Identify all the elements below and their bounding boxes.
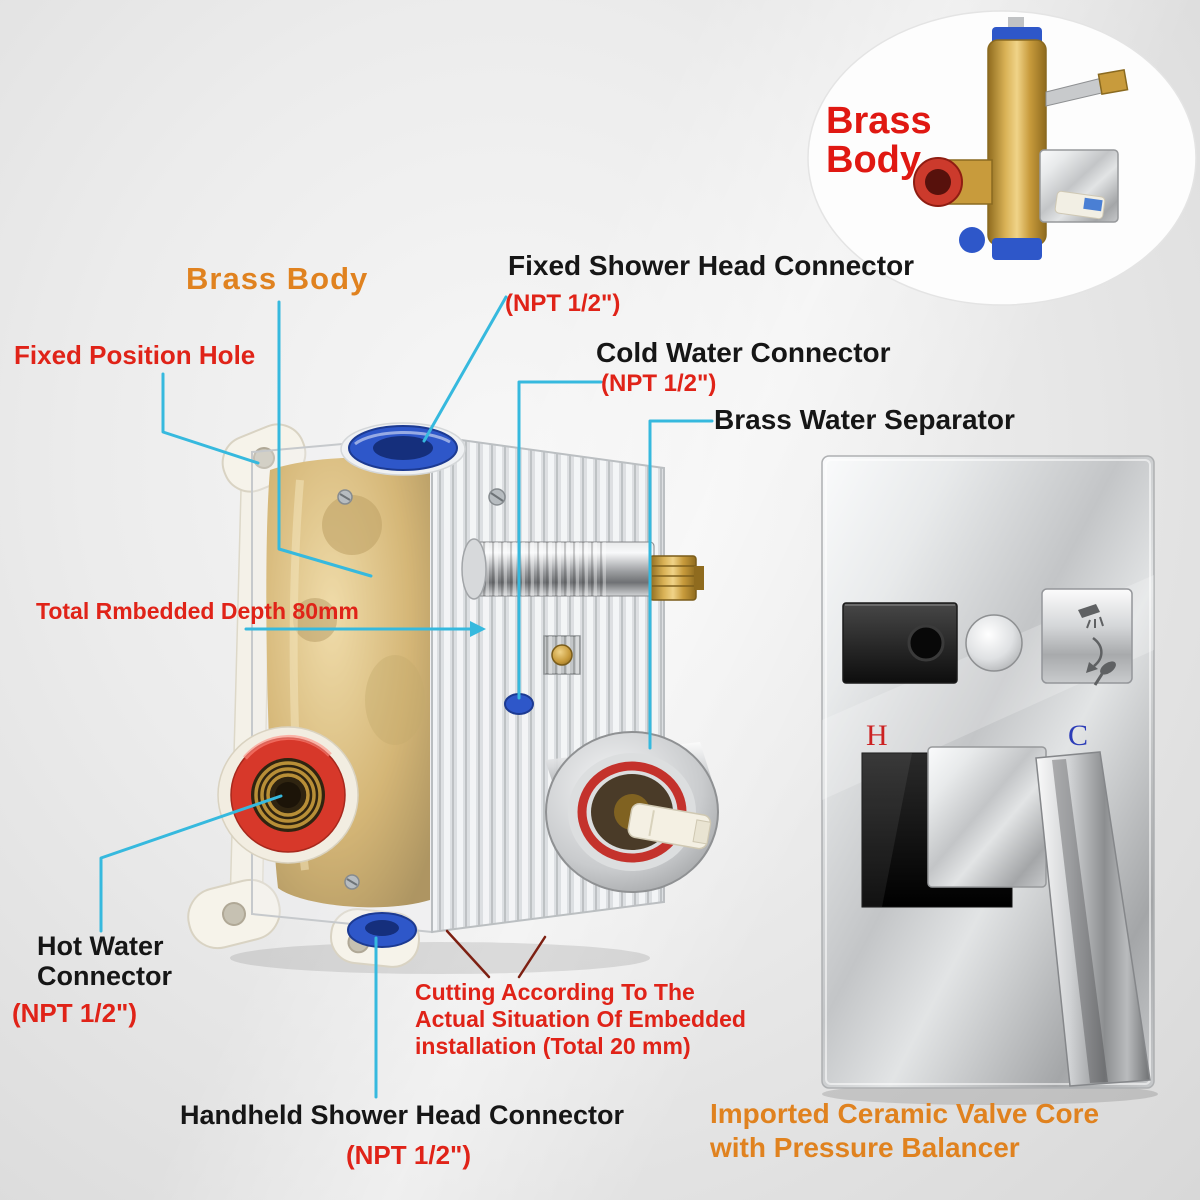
inset-brass-body-caption: Brass Body <box>826 100 932 181</box>
brass-water-separator <box>545 731 719 893</box>
line-cutting-right <box>517 935 547 979</box>
label-cold-water-npt: (NPT 1/2") <box>601 370 717 397</box>
label-brass-water-separator: Brass Water Separator <box>714 404 1015 435</box>
inset-blue-port-small <box>959 227 985 253</box>
diverter-knob <box>907 624 945 662</box>
line-hot-water <box>99 794 283 933</box>
diverter-arrow-icon <box>1086 636 1103 673</box>
inset-red-port-hole <box>925 169 951 195</box>
brass-port-shadow-3 <box>365 655 425 745</box>
chrome-round-button <box>965 614 1023 672</box>
cold-marker: C <box>1068 719 1089 752</box>
callout-lines <box>99 295 714 1099</box>
label-fixed-shower-head-connector: Fixed Shower Head Connector <box>508 250 915 281</box>
ceramic-valve-stem <box>627 803 712 850</box>
line-brass-separator <box>648 419 714 750</box>
valve-shadow <box>230 942 650 974</box>
spline-tip-end <box>694 566 704 590</box>
handheld-shower-icon <box>1093 661 1116 686</box>
mounting-ear-bottom-left <box>187 878 281 950</box>
knurled-screw <box>543 635 581 675</box>
inset-brass-spline-tip <box>1097 69 1129 95</box>
label-hot-water-npt: (NPT 1/2") <box>12 998 138 1028</box>
inset-bottom-blue-cap <box>992 238 1042 260</box>
bracket-screw-2 <box>344 874 360 890</box>
handle-opening-reflection <box>862 753 912 907</box>
inset-white-stem <box>1054 190 1106 220</box>
hot-port-threads <box>254 761 322 829</box>
line-fixed-shower <box>422 295 508 443</box>
fixed-shower-icon <box>1078 604 1104 629</box>
valve-illustration <box>187 422 719 974</box>
hot-water-port <box>217 726 359 864</box>
plate-sheen-edge <box>825 459 1151 1085</box>
brass-port-shadow-2 <box>293 598 337 642</box>
label-cutting-note: Cutting According To The Actual Situatio… <box>415 979 746 1060</box>
handheld-shower-port <box>347 912 417 948</box>
bracket-screw-1 <box>488 488 506 506</box>
cutting-note-lines <box>445 929 547 979</box>
brass-spline-tip <box>649 555 697 601</box>
valve-stem-shaft <box>461 538 704 601</box>
bracket-screw-3 <box>337 489 353 505</box>
trim-plate-illustration <box>821 455 1158 1105</box>
embed-depth-arrowhead <box>470 621 486 637</box>
handle-lever <box>1035 751 1151 1087</box>
fixed-shower-head-port <box>340 422 466 476</box>
inset-blue-mark <box>1083 197 1103 212</box>
line-fixed-position-hole <box>161 372 260 465</box>
brass-port-shadow-1 <box>322 495 382 555</box>
label-brass-body: Brass Body <box>186 261 369 296</box>
label-cold-water-connector: Cold Water Connector <box>596 337 891 368</box>
label-ceramic-valve-core: Imported Ceramic Valve Core with Pressur… <box>710 1098 1100 1163</box>
handle-base <box>927 746 1047 888</box>
inset-valve-photo <box>913 17 1129 260</box>
inset-oval <box>807 10 1197 306</box>
line-cutting-left <box>445 929 491 979</box>
diverter-black-button <box>842 602 958 684</box>
label-fixed-position-hole: Fixed Position Hole <box>14 340 256 370</box>
label-fixed-shower-npt: (NPT 1/2") <box>505 290 621 317</box>
label-handheld-shower-connector: Handheld Shower Head Connector <box>180 1100 625 1130</box>
hot-marker: H <box>866 719 888 752</box>
mode-button <box>1041 588 1133 686</box>
line-cold-water <box>517 380 603 700</box>
line-brass-body <box>277 300 373 578</box>
label-embedded-depth: Total Rmbedded Depth 80mm <box>36 598 359 624</box>
inset-brass-body <box>987 39 1047 246</box>
label-hot-water-connector: Hot Water Connector <box>37 931 172 991</box>
label-handheld-npt: (NPT 1/2") <box>346 1140 472 1170</box>
